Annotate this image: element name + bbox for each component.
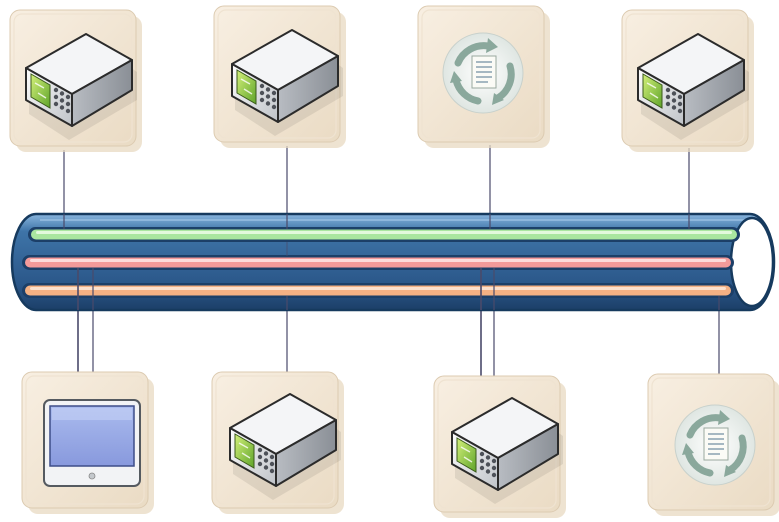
document-sync-icon [443, 33, 523, 113]
lane-green [28, 227, 740, 242]
network-bus [10, 212, 776, 312]
node-n8 [647, 373, 779, 517]
node-n6 [211, 371, 345, 515]
node-n7 [433, 375, 567, 519]
node-n2 [213, 5, 347, 149]
node-n1 [9, 9, 143, 153]
lane-red [22, 255, 734, 270]
lane-orange [22, 283, 734, 298]
node-n3 [417, 5, 551, 149]
document-sync-icon [675, 405, 755, 485]
node-n5 [21, 371, 155, 515]
monitor-icon [43, 399, 141, 487]
node-n4 [621, 9, 755, 153]
